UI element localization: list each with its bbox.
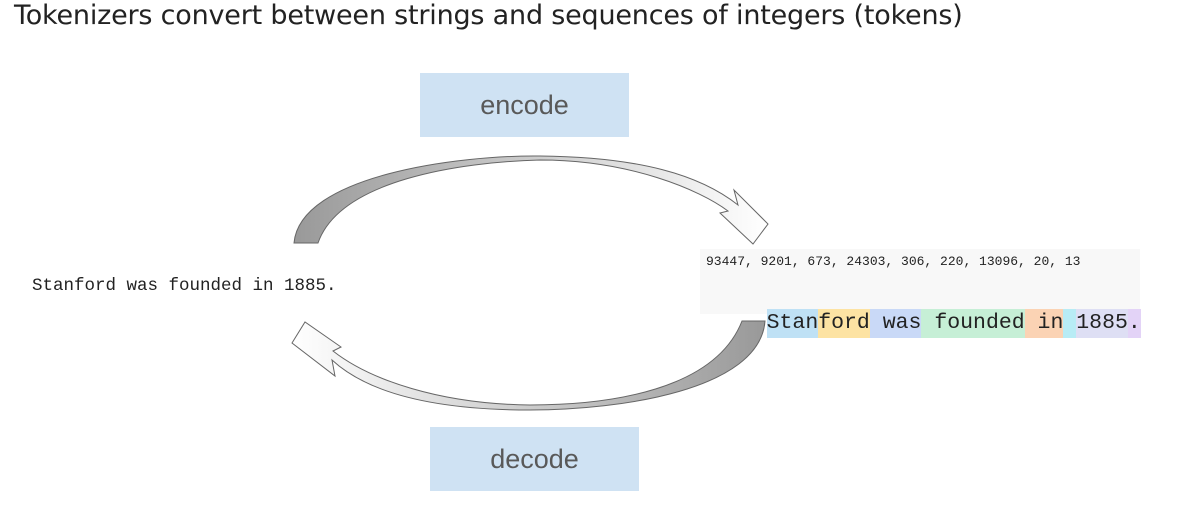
token-chip (1063, 309, 1077, 338)
token-ids: 93447, 9201, 673, 24303, 306, 220, 13096… (706, 254, 1081, 269)
decode-label: decode (490, 443, 579, 474)
page-title: Tokenizers convert between strings and s… (14, 0, 963, 31)
token-row: Stanford was founded in 1885. (715, 280, 1141, 367)
decode-arrow-icon (291, 320, 766, 411)
token-chip: 1885 (1076, 309, 1128, 338)
input-string: Stanford was founded in 1885. (32, 276, 337, 296)
token-chip: ford (818, 309, 870, 338)
token-chip: Stan (766, 309, 819, 338)
decode-label-box: decode (430, 427, 639, 491)
encode-label: encode (480, 89, 569, 120)
token-panel: 93447, 9201, 673, 24303, 306, 220, 13096… (700, 249, 1141, 338)
encode-arrow-icon (293, 155, 769, 245)
token-chip: . (1127, 309, 1141, 338)
token-chip: in (1024, 309, 1064, 338)
token-chip: founded (921, 309, 1025, 338)
encode-label-box: encode (420, 73, 629, 137)
token-chip: was (869, 309, 922, 338)
